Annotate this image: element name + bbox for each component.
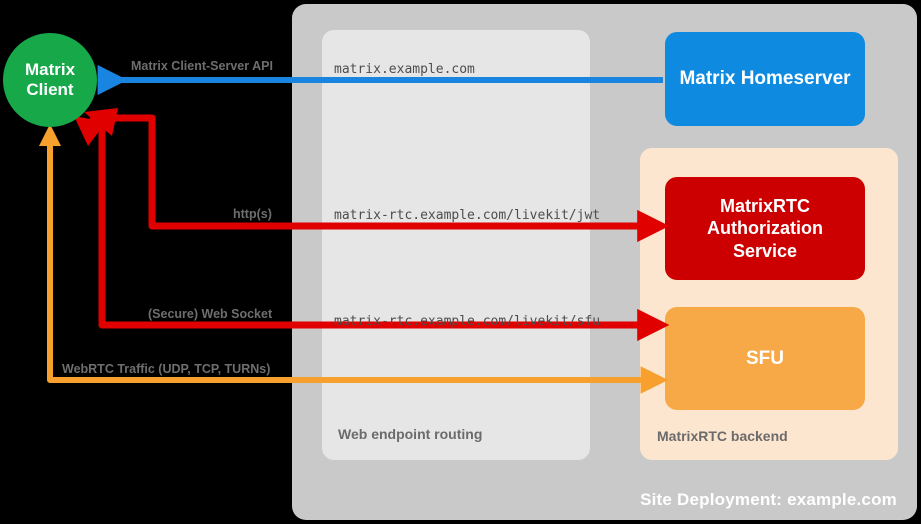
node-matrix-client[interactable]: Matrix Client	[3, 33, 97, 127]
web-endpoint-routing-label: Web endpoint routing	[338, 426, 483, 442]
label-http-s: http(s)	[233, 207, 272, 221]
auth-service-line-1: MatrixRTC	[719, 195, 810, 216]
label-secure-web-socket: (Secure) Web Socket	[148, 307, 273, 321]
node-matrix-homeserver[interactable]: Matrix Homeserver	[665, 32, 865, 126]
matrix-client-line-2: Client	[26, 80, 74, 99]
arrow-webrtc-media	[47, 132, 669, 394]
matrixrtc-backend-label: MatrixRTC backend	[657, 428, 788, 444]
endpoint-livekit-sfu: matrix-rtc.example.com/livekit/sfu	[334, 314, 601, 329]
label-matrix-client-server-api: Matrix Client-Server API	[131, 59, 273, 73]
endpoint-matrix-example-com: matrix.example.com	[334, 62, 475, 77]
matrix-client-line-1: Matrix	[24, 60, 76, 80]
matrix-homeserver-label: Matrix Homeserver	[679, 68, 851, 90]
arrowhead-webrtc-to-client	[39, 124, 61, 146]
node-matrixrtc-authorization-service[interactable]: MatrixRTC Authorization Service	[665, 177, 865, 280]
arrow-matrixrtc-authorization	[90, 114, 670, 243]
auth-service-line-2: Authorization	[707, 218, 823, 239]
sfu-label: SFU	[746, 347, 784, 369]
node-sfu[interactable]: SFU	[665, 307, 865, 410]
auth-service-line-3: Service	[732, 240, 798, 261]
endpoint-livekit-jwt: matrix-rtc.example.com/livekit/jwt	[334, 208, 601, 223]
web-endpoint-routing-panel: Web endpoint routing	[322, 30, 590, 460]
arrowhead-sfu-to-client	[74, 116, 106, 146]
label-webrtc-traffic: WebRTC Traffic (UDP, TCP, TURNs)	[62, 362, 271, 376]
site-deployment-label: Site Deployment: example.com	[640, 490, 897, 509]
